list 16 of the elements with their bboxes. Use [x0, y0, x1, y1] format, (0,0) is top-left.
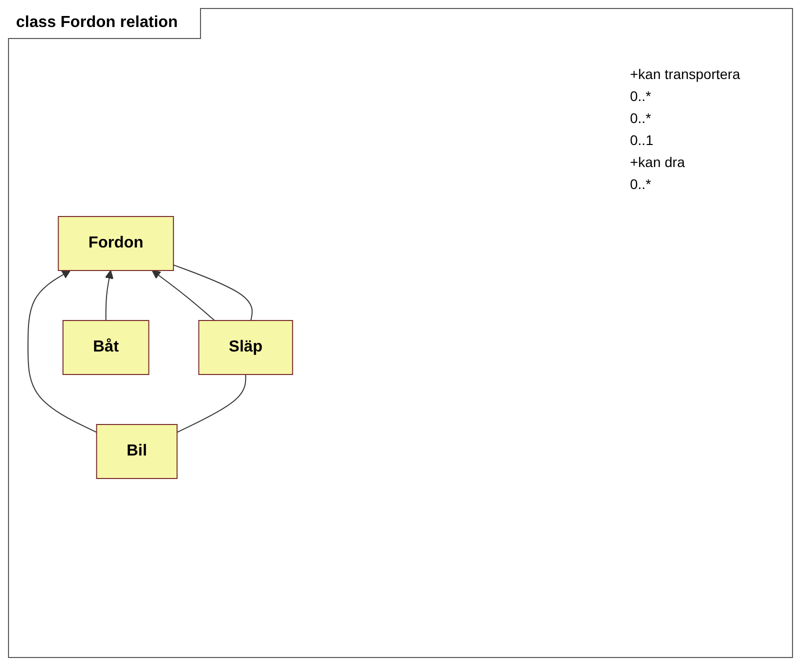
arrow	[152, 270, 216, 321]
end-label: 0..1	[630, 132, 654, 148]
arrow	[104, 270, 114, 321]
connector	[176, 374, 246, 433]
end-label: 0..*	[630, 88, 652, 104]
end-label: 0..*	[630, 110, 652, 126]
connector	[172, 264, 253, 321]
end-label: +kan dra	[630, 154, 686, 170]
node-box: Bil	[96, 424, 178, 479]
node-box: Släp	[198, 320, 294, 375]
node-box: Fordon	[58, 216, 174, 271]
end-label: +kan transportera	[630, 66, 742, 82]
frame-title: class Fordon relation	[8, 8, 201, 39]
node-box: Båt	[62, 320, 150, 375]
arrow	[28, 270, 98, 433]
end-label: 0..*	[630, 176, 652, 192]
